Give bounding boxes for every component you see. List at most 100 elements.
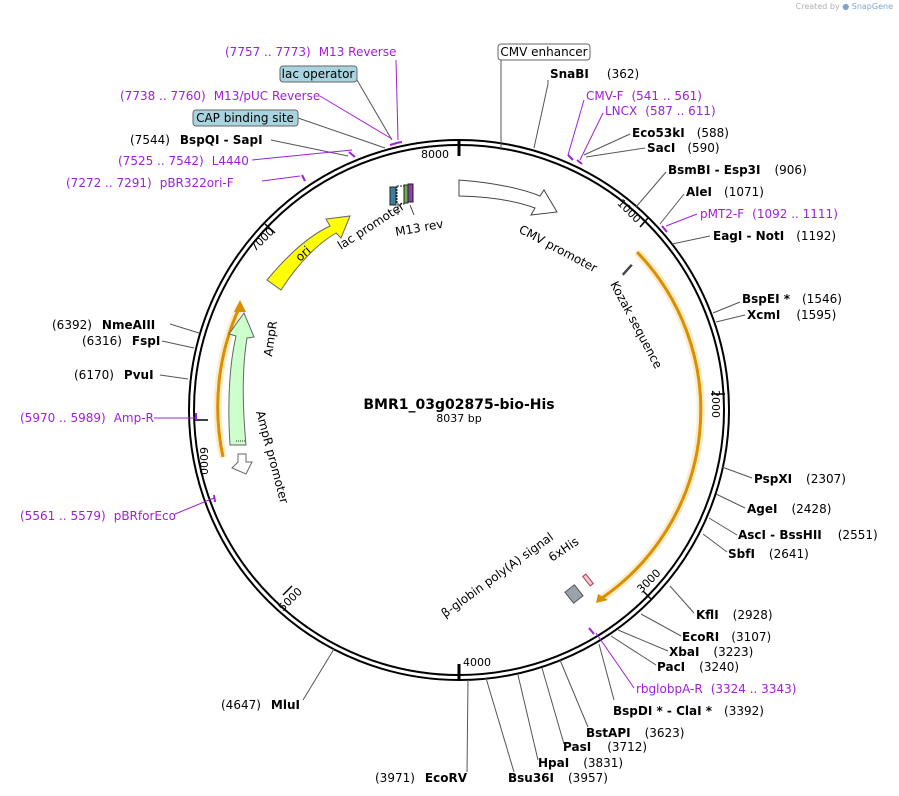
cmv-enhancer-box <box>497 43 591 61</box>
plasmid-length: 8037 bp <box>436 412 481 425</box>
connector-pmt2-f <box>665 213 698 227</box>
site-name-bstapi: BstAPI <box>586 726 631 740</box>
connector-bsu36i <box>485 677 515 773</box>
connector-sbfi <box>702 533 728 553</box>
primer-name-cmv-f: CMV-F <box>586 89 624 103</box>
svg-text:Bsu36I(3957): Bsu36I(3957) <box>508 771 608 785</box>
tick-label-6000: 6000 <box>197 447 210 475</box>
tick-mark-7000 <box>264 223 276 234</box>
site-name-bsu36i: Bsu36I <box>508 771 554 785</box>
site-name-ecori: EcoRI <box>682 630 719 644</box>
tick-mark-5000 <box>282 585 293 596</box>
svg-text:PasI(3712): PasI(3712) <box>563 740 647 754</box>
svg-text:XbaI(3223): XbaI(3223) <box>669 645 753 659</box>
connector-pspxi <box>721 466 753 479</box>
site-name-snabi: SnaBI <box>550 67 589 81</box>
site-name-fspi: FspI <box>132 334 160 348</box>
snapgene-watermark: Created by ● SnapGene <box>796 2 893 11</box>
site-pos-ecori: (3107) <box>731 630 771 644</box>
svg-text:LNCX(587 .. 611): LNCX(587 .. 611) <box>605 104 716 118</box>
svg-text:PspXI(2307): PspXI(2307) <box>754 472 846 486</box>
primer-tick-l4440 <box>348 151 356 158</box>
watermark-brand: SnapGene <box>851 2 893 11</box>
svg-text:SacI(590): SacI(590) <box>647 141 720 155</box>
tick-mark-1000 <box>639 217 649 228</box>
svg-text:KflI(2928): KflI(2928) <box>696 608 773 622</box>
site-name-asci-bsshii: AscI - BssHII <box>738 528 822 542</box>
tick-label-5000: 5000 <box>276 585 305 614</box>
primer-range-m13-reverse: (7757 .. 7773) <box>225 45 311 59</box>
site-pos-xcmi: (1595) <box>796 308 836 322</box>
cap-binding-site-label: CAP binding site <box>196 111 294 125</box>
site-pos-alei: (1071) <box>724 185 764 199</box>
site-name-ecorv: EcoRV <box>425 771 468 785</box>
svg-text:(6170)PvuI: (6170) PvuI <box>74 368 154 382</box>
primer-name-pbrforeco: pBRforEco <box>114 509 176 523</box>
svg-text:BstAPI(3623): BstAPI (3623) <box>586 726 684 740</box>
site-name-xbai: XbaI <box>669 645 699 659</box>
site-pos-pvui: (6170) <box>74 368 114 382</box>
primer-name-l4440: L4440 <box>212 154 249 168</box>
primer-range-cmv-f: (541 .. 561) <box>631 89 701 103</box>
m13-rev-marker <box>407 183 414 203</box>
insert-orf-arrowhead <box>596 594 608 603</box>
svg-text:BspEI *(1546): BspEI *(1546) <box>742 292 842 306</box>
tick-label-1000: 1000 <box>615 197 644 226</box>
site-pos-bstapi: (3623) <box>645 726 685 740</box>
primer-ticks <box>195 141 668 635</box>
site-pos-mlui: (4647) <box>221 698 261 712</box>
site-name-bspdi-clai: BspDI * - ClaI * <box>613 704 713 718</box>
site-pos-nmeaiii: (6392) <box>52 318 92 332</box>
svg-text:pMT2-F(1092 .. 1111): pMT2-F(1092 .. 1111) <box>700 207 838 221</box>
svg-text:AscI - BssHII(2551): AscI - BssHII(2551) <box>738 528 878 542</box>
svg-text:CMV-F(541 .. 561): CMV-F (541 .. 561) <box>586 89 702 103</box>
svg-text:(7272 .. 7291)pBR322ori-F: (7272 .. 7291)pBR322ori-F <box>66 176 234 190</box>
ampr-promoter-label: AmpR promoter <box>253 409 291 505</box>
site-name-agei: AgeI <box>747 502 777 516</box>
site-pos-eco53ki: (588) <box>697 126 729 140</box>
site-pos-pspxi: (2307) <box>806 472 846 486</box>
site-name-hpai: HpaI <box>538 756 569 770</box>
cap-binding-site-marker <box>389 186 397 206</box>
site-name-pvui: PvuI <box>124 368 154 382</box>
connector-bstapi <box>559 659 589 728</box>
svg-text:AleI(1071): AleI(1071) <box>686 185 764 199</box>
connector-alei <box>659 193 685 225</box>
connector-fspi <box>161 340 195 349</box>
svg-text:BspDI * - ClaI *(3392): BspDI * - ClaI *(3392) <box>613 704 764 718</box>
primer-tick-rbglobpa-r <box>588 627 595 635</box>
connector-saci <box>585 147 646 158</box>
svg-text:(7738 .. 7760)M13/pUC Reverse: (7738 .. 7760)M13/pUC Reverse <box>120 89 320 103</box>
connector-l4440 <box>251 149 353 161</box>
site-name-paci: PacI <box>657 660 685 674</box>
his-tag-marker <box>582 573 594 587</box>
kozak-marker <box>621 263 634 277</box>
site-name-bspqi-sapi: BspQI - SapI <box>180 133 263 147</box>
ampr-label: AmpR <box>261 320 280 357</box>
ori-arrow <box>266 215 351 291</box>
site-name-bspei: BspEI * <box>742 292 791 306</box>
site-pos-snabi: (362) <box>607 67 639 81</box>
connector-bspqi <box>270 139 349 157</box>
connector-mlui <box>302 648 335 701</box>
site-pos-fspi: (6316) <box>82 334 122 348</box>
primer-range-rbglobpa-r: (3324 .. 3343) <box>711 682 797 696</box>
connector-lac-operator <box>356 79 393 141</box>
site-pos-eagi-noti: (1192) <box>796 229 836 243</box>
site-name-sbfi: SbfI <box>728 547 755 561</box>
connector-bsmbi <box>635 171 667 208</box>
cap-binding-site-box <box>192 109 299 127</box>
snapgene-logo-icon: ● <box>842 2 850 11</box>
connector-cmv-f <box>567 99 585 156</box>
svg-text:BsmBI - Esp3I(906): BsmBI - Esp3I(906) <box>668 163 807 177</box>
connector-snabi <box>533 80 549 149</box>
svg-text:(7757 .. 7773)M13 Reverse: (7757 .. 7773)M13 Reverse <box>225 45 396 59</box>
svg-text:Eco53kI(588): Eco53kI(588) <box>632 126 729 140</box>
lac-operator-label: lac operator <box>282 67 355 81</box>
primer-tick-m13-reverse <box>395 141 403 144</box>
connector-paci <box>610 635 657 666</box>
svg-text:EagI - NotI(1192): EagI - NotI(1192) <box>713 229 836 243</box>
tick-mark-3000 <box>642 590 653 601</box>
primer-range-pbr322ori-f: (7272 .. 7291) <box>66 176 152 190</box>
